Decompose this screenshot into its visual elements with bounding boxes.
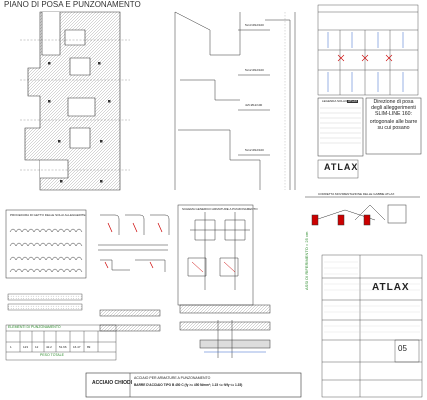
schema-label: SCHEMA GENERICO ARMATURE A PUNZONAMENTO <box>182 207 258 211</box>
direction-note: Direzione di posa degli alleggerimenti S… <box>368 99 419 132</box>
punch-total-label: PESO TOTALE <box>40 353 64 357</box>
procedure-label: PROCEDURA DI GETTO DELLE SOLAI ALLEGGERI… <box>10 213 86 217</box>
punch-cell: 123 <box>23 345 29 349</box>
cross-marks <box>337 54 393 62</box>
right-grid <box>317 4 419 96</box>
plan-columns <box>48 62 111 183</box>
detail-label: 5x12 Ø12/100 <box>245 148 264 152</box>
punch-cell: 16.47 <box>73 345 81 349</box>
movement-diagram <box>305 196 420 226</box>
brand-logo: ATLAX <box>324 162 359 172</box>
bent-bars-detail <box>98 214 170 272</box>
direction-note-line-1: Direzione di posa degli alleggerimenti S… <box>371 99 416 117</box>
punch-table-grid <box>5 324 117 361</box>
legend-title: LEGENDA SOLAIO <box>322 99 349 103</box>
title-block-brand: ATLAX <box>372 282 410 293</box>
direction-note-line-2: ortogonale alle barre su cui posano <box>369 118 418 131</box>
punch-table-title: ELEMENTI DI PUNZONAMENTO <box>8 325 61 329</box>
legend-brand: ATLAX <box>347 99 359 103</box>
section-drawing <box>174 11 296 190</box>
procedure-diagram <box>5 209 87 279</box>
page-title: PIANO DI POSA E PUNZONAMENTO <box>4 0 141 9</box>
steel-label: ACCIAIO CHIODI <box>92 380 132 386</box>
sheet-number: 05 <box>398 344 407 353</box>
detail-label: 5x12 Ø12/100 <box>245 68 264 72</box>
punch-cell: 89 <box>87 345 91 349</box>
punch-schema <box>177 204 254 306</box>
steel-note-2: BARRE D'ACCIAIO TIPO B 450 C (fy >= 450 … <box>134 383 243 387</box>
detail-label: 4x5 Ø12/100 <box>245 103 263 107</box>
procedure-bars <box>7 293 83 311</box>
detail-label: 5x13 Ø12/100 <box>245 23 264 27</box>
title-block-grid <box>321 254 423 398</box>
movement-label: CORRETTA MOVIMENTAZIONE DELLE GABBIE ATL… <box>318 192 395 196</box>
punch-cell: 42.2 <box>46 345 52 349</box>
steel-note-1: ACCIAIO PER ARMATURE A PUNZONAMENTO <box>134 376 211 380</box>
steel-box <box>85 372 302 398</box>
vertical-note: ASSI DI RIFERIMENTO = 25 cm <box>304 231 309 290</box>
punch-cell: 51.66 <box>59 345 67 349</box>
punch-cell: 12 <box>35 345 39 349</box>
punch-table-row: 1 123 12 42.2 51.66 16.47 89 <box>6 344 116 351</box>
punch-cell: 1 <box>10 345 12 349</box>
slab-sections <box>99 304 271 358</box>
floor-plan <box>24 11 121 191</box>
